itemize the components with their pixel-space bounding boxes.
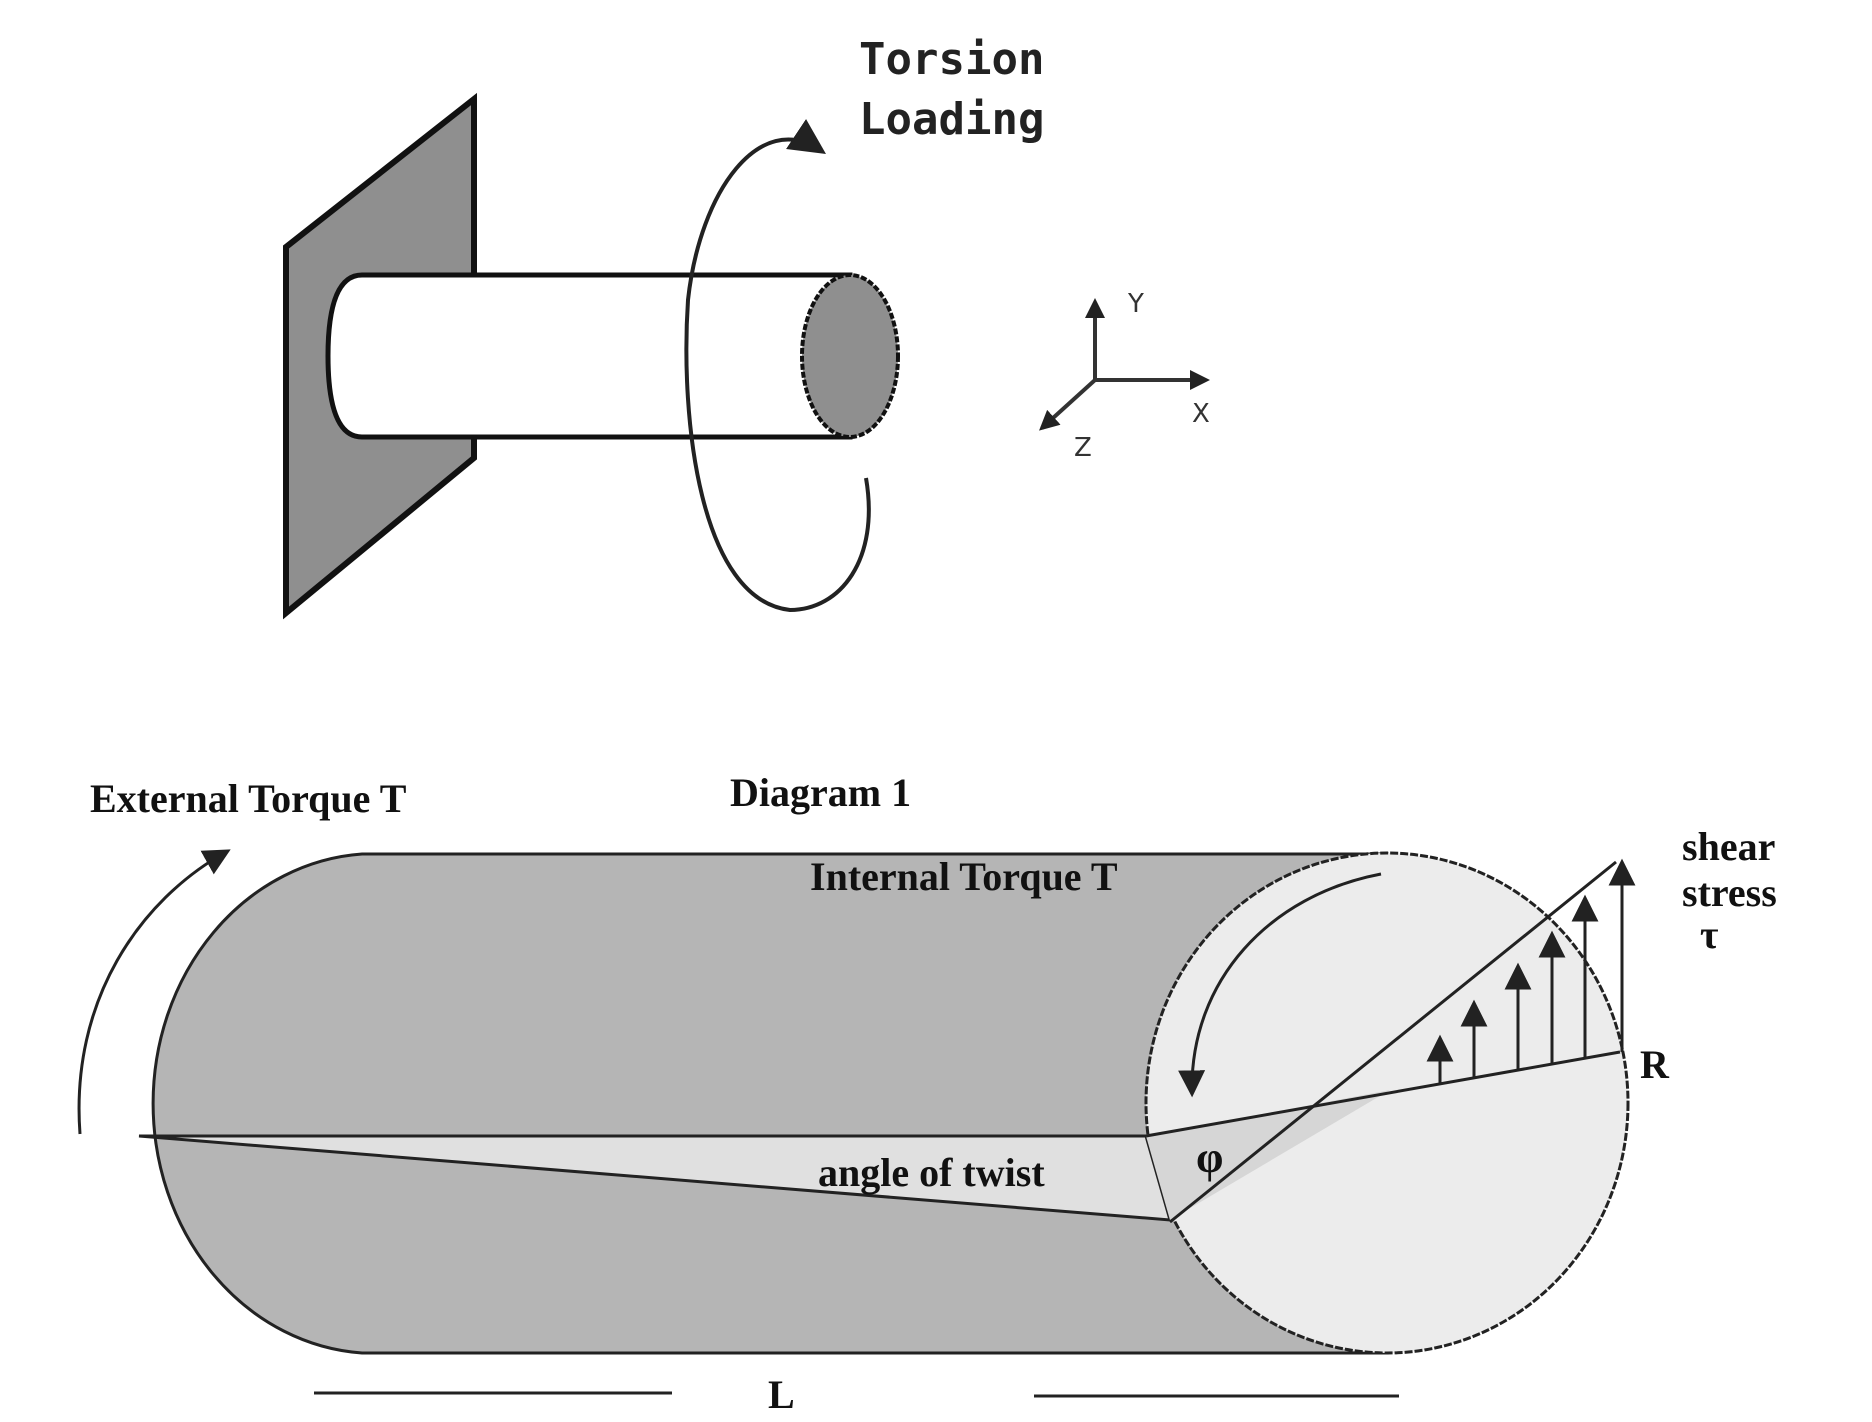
shaft	[325, 272, 853, 440]
shaft-end-face	[800, 273, 900, 439]
diagram-caption: Diagram 1	[730, 770, 911, 815]
cylinder-end-face	[1144, 851, 1630, 1355]
length-label: L	[768, 1372, 795, 1417]
radius-line	[1145, 1050, 1621, 1138]
coordinate-axes: Y X Z	[1039, 289, 1210, 463]
internal-torque-arrow	[1178, 872, 1382, 1098]
loading-label: Loading	[859, 94, 1044, 145]
y-axis-label: Y	[1127, 289, 1144, 319]
top-diagram: Torsion Loading Y X Z	[283, 34, 1210, 620]
cylinder-body	[151, 852, 1389, 1355]
bottom-diagram: External Torque T Diagram 1 Internal Tor…	[77, 770, 1777, 1417]
torsion-label: Torsion	[859, 34, 1044, 85]
stress-label: stress	[1682, 870, 1777, 915]
shear-label: shear	[1682, 824, 1775, 869]
shear-stress-arrows	[1426, 858, 1636, 1084]
phi-wedge	[1146, 1090, 1390, 1220]
phi-label: φ	[1196, 1133, 1223, 1182]
twisted-line	[1169, 860, 1617, 1224]
angle-of-twist-label: angle of twist	[818, 1150, 1045, 1195]
z-axis-label: Z	[1074, 433, 1092, 463]
tau-label: τ	[1700, 912, 1718, 957]
radius-label: R	[1640, 1042, 1670, 1087]
internal-torque-label: Internal Torque T	[810, 854, 1118, 899]
torsion-arrow	[684, 119, 871, 613]
x-axis-label: X	[1192, 399, 1210, 429]
external-torque-label: External Torque T	[90, 776, 407, 821]
external-torque-arrow	[77, 849, 231, 1135]
